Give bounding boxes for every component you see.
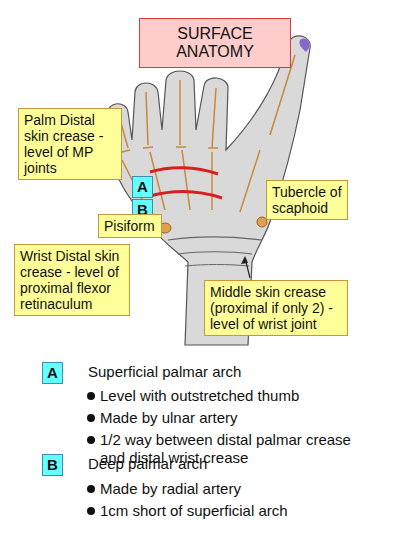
- note-line: 1cm short of superficial arch: [100, 502, 390, 520]
- note-line: Made by ulnar artery: [100, 409, 390, 427]
- note-line: Made by radial artery: [100, 480, 390, 498]
- box-text: A: [47, 363, 58, 383]
- bullet-dot: [87, 414, 95, 422]
- note-text: Made by radial artery: [100, 480, 390, 498]
- bullet-dot: [87, 392, 95, 400]
- box-text: Palm Distal skin crease - level of MP jo…: [24, 112, 116, 176]
- note-line: Superficial palmar arch: [88, 363, 388, 381]
- note-text: 1cm short of superficial arch: [100, 502, 390, 520]
- bullet-dot: [87, 507, 95, 515]
- callout-box: Palm Distal skin crease - level of MP jo…: [18, 108, 122, 180]
- callout-letter: B: [42, 454, 63, 476]
- box-text: Tubercle of scaphoid: [272, 184, 342, 216]
- note-text: Level with outstretched thumb: [100, 387, 390, 405]
- callout-box: Tubercle of scaphoid: [266, 180, 348, 220]
- note-line: Level with outstretched thumb: [100, 387, 390, 405]
- box-text: B: [47, 455, 58, 475]
- note-text: Made by ulnar artery: [100, 409, 390, 427]
- title-box: SURFACE ANATOMY: [139, 18, 291, 68]
- note-text: Superficial palmar arch: [88, 363, 388, 381]
- note-text: Deep palmar arch: [88, 455, 388, 473]
- box-text: Pisiform: [104, 218, 156, 234]
- callout-box: Pisiform: [98, 214, 162, 238]
- bullet-dot: [87, 485, 95, 493]
- callout-letter: A: [132, 176, 153, 198]
- note-line: Deep palmar arch: [88, 455, 388, 473]
- box-text: Middle skin crease (proximal if only 2) …: [210, 284, 342, 332]
- callout-box: Wrist Distal skin crease - level of prox…: [14, 244, 130, 316]
- bullet-dot: [87, 436, 95, 444]
- title-text: SURFACE ANATOMY: [150, 25, 280, 61]
- callout-letter: A: [42, 362, 63, 384]
- box-text: Wrist Distal skin crease - level of prox…: [20, 248, 124, 312]
- callout-box: Middle skin crease (proximal if only 2) …: [204, 280, 348, 336]
- box-text: A: [137, 177, 148, 197]
